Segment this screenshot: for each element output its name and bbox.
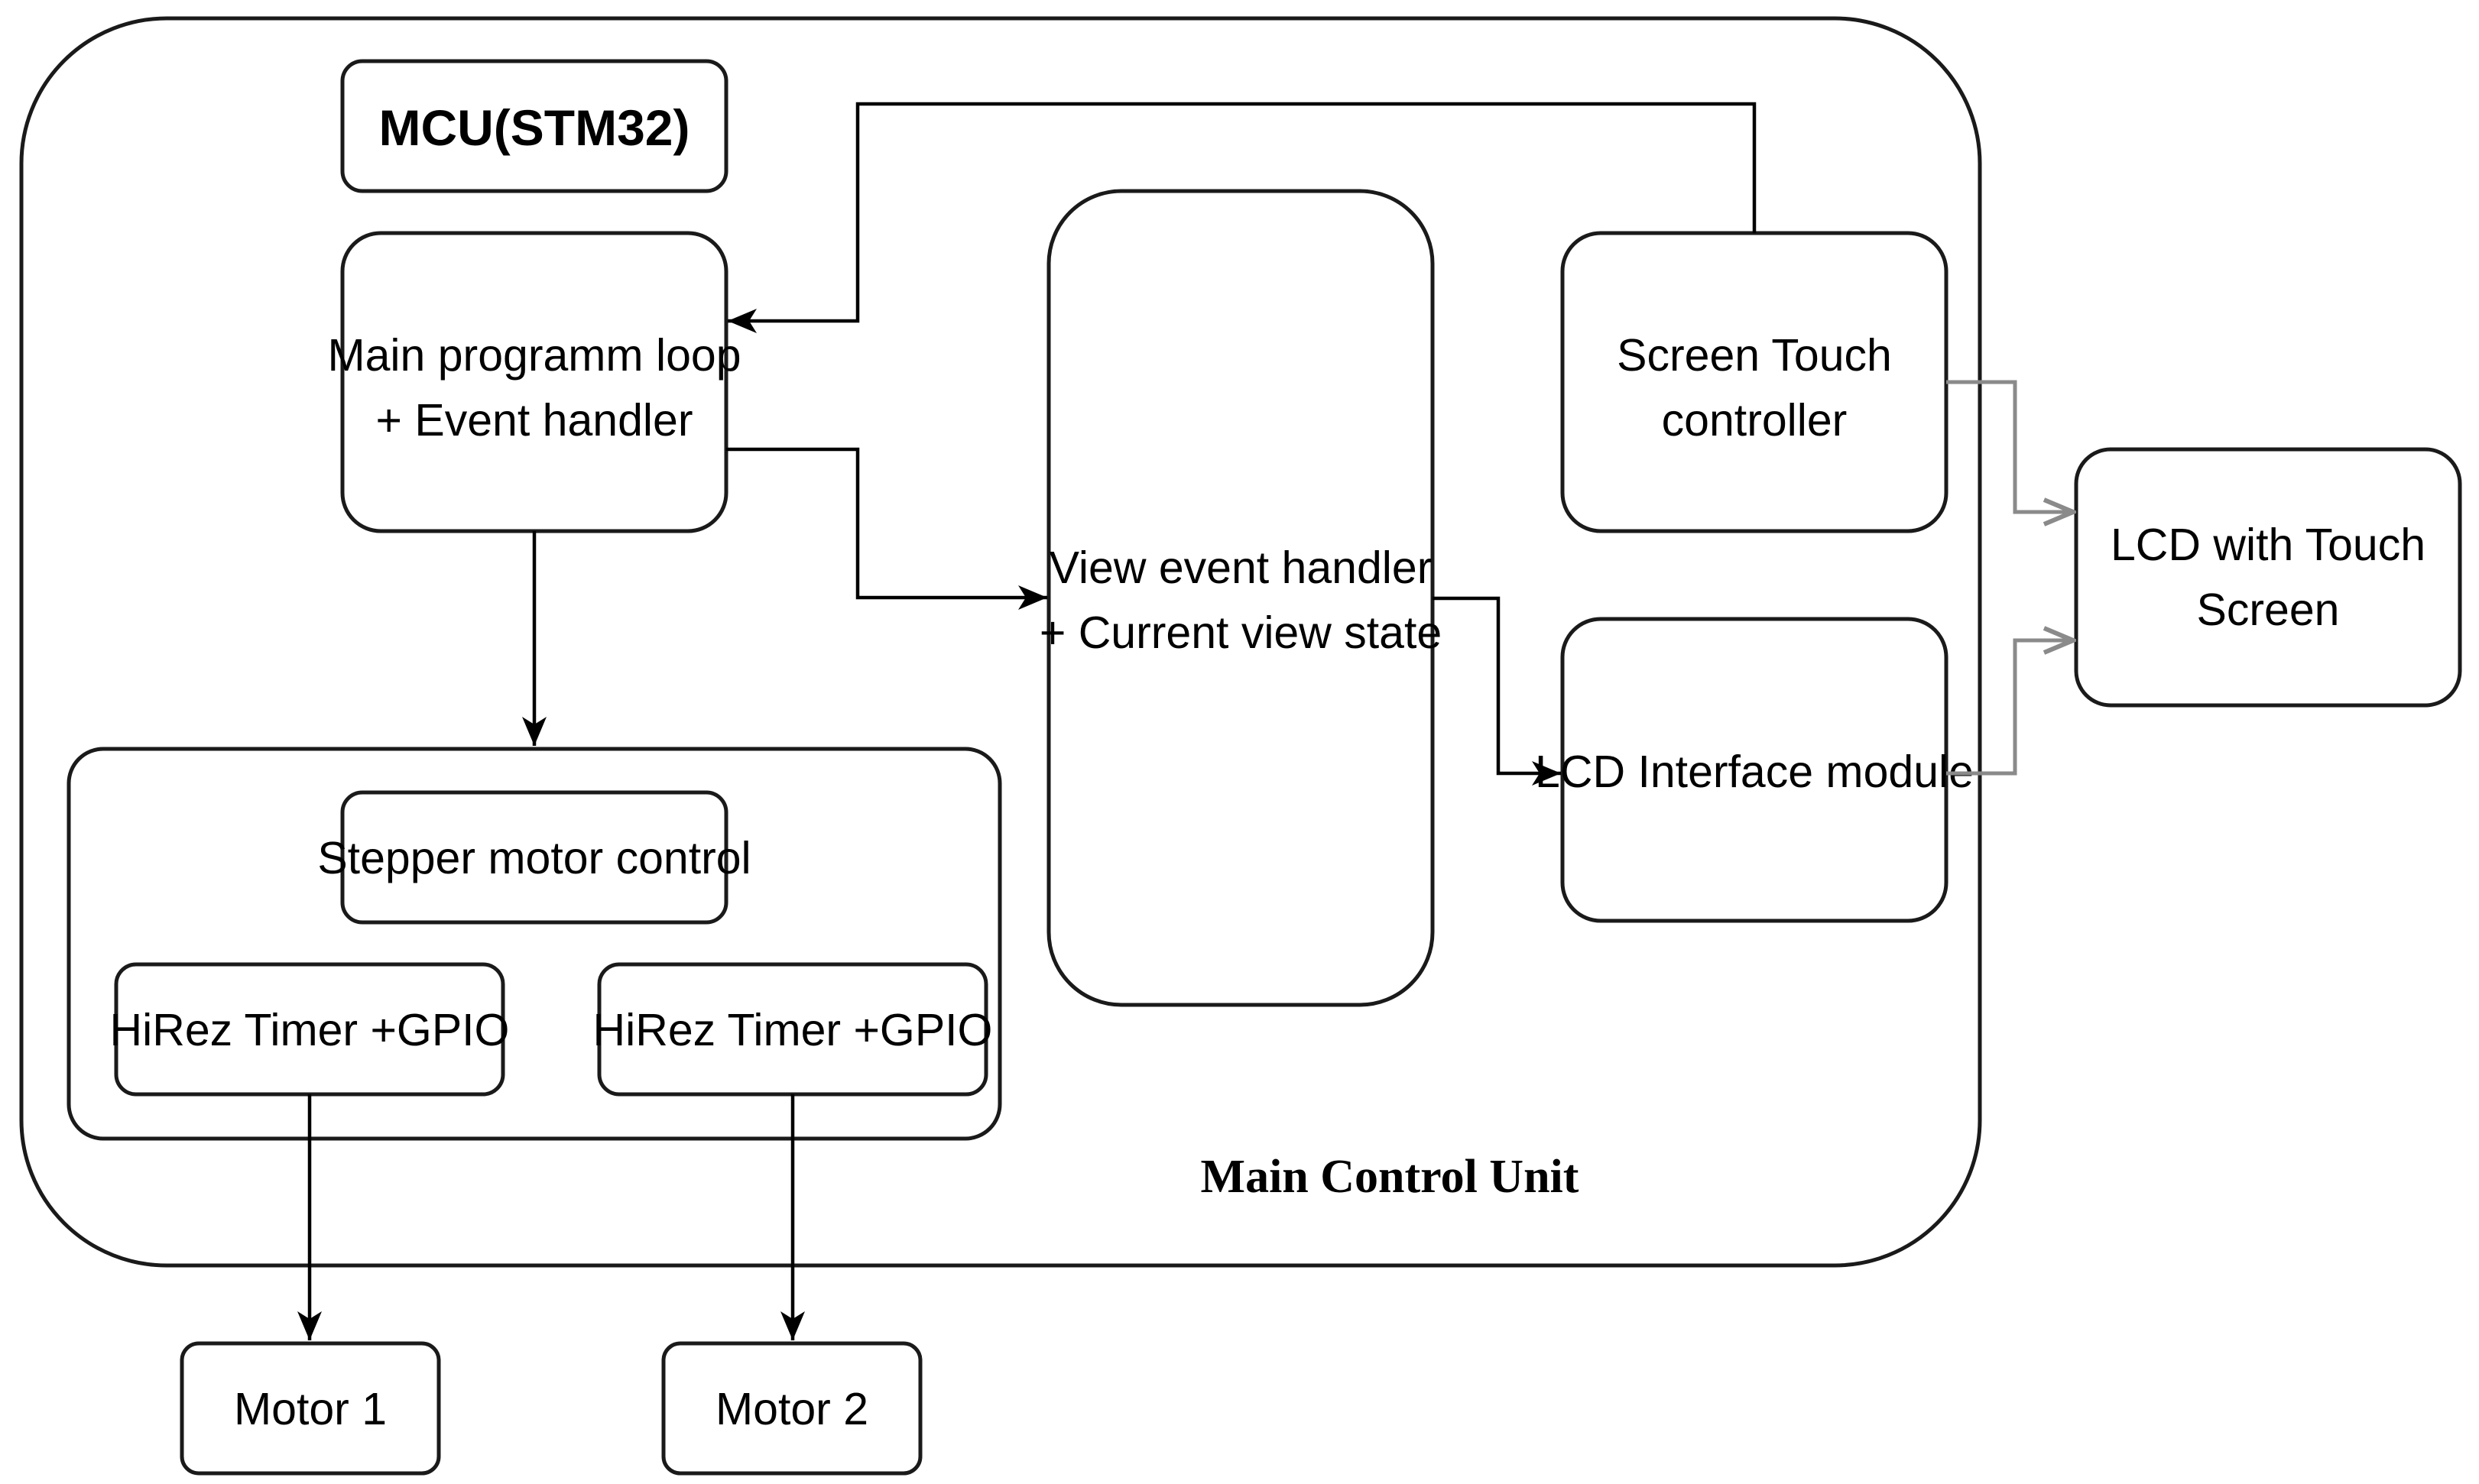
main-loop-box [340,231,728,533]
timer-1-label: HiRez Timer +GPIO [110,1005,510,1055]
timer-2-label: HiRez Timer +GPIO [593,1005,993,1055]
arrow-main-loop-to-view-handler [726,447,1047,610]
motor-2-label: Motor 2 [715,1384,868,1434]
view-handler-label-line2: + Current view state [1040,608,1442,658]
touch-controller-box [1560,231,1948,533]
lcd-interface-box [1560,617,1948,923]
main-loop-label-line2: + Event handler [376,395,693,446]
lcd-screen-box [2074,447,2462,708]
mcu-title-box [340,59,728,193]
main-control-unit-label: Main Control Unit [1201,1151,1579,1203]
lcd-screen-label-line1: LCD with Touch [2111,520,2425,570]
motor-2-box [661,1341,923,1476]
touch-controller-label-line2: controller [1662,395,1848,446]
view-handler-label-line1: View event handler [1050,543,1433,593]
link-touch-controller-to-lcd-screen [1946,380,2073,512]
stepper-control-box [340,790,728,925]
touch-controller-label-line1: Screen Touch [1617,330,1892,381]
view-handler-box [1046,189,1435,1007]
motor-1-label: Motor 1 [234,1384,387,1434]
lcd-screen-label-line2: Screen [2197,585,2340,635]
link-lcd-interface-to-lcd-screen [1946,640,2073,776]
arrow-touch-to-main-loop [728,102,1757,333]
main-loop-label-line1: Main programm loop [327,330,741,381]
motor-1-box [180,1341,441,1476]
arrow-view-handler-to-lcd-interface [1433,596,1561,786]
lcd-interface-label: LCD Interface module [1535,747,1974,797]
stepper-control-label: Stepper motor control [317,833,751,883]
mcu-title: MCU(STM32) [379,99,690,156]
